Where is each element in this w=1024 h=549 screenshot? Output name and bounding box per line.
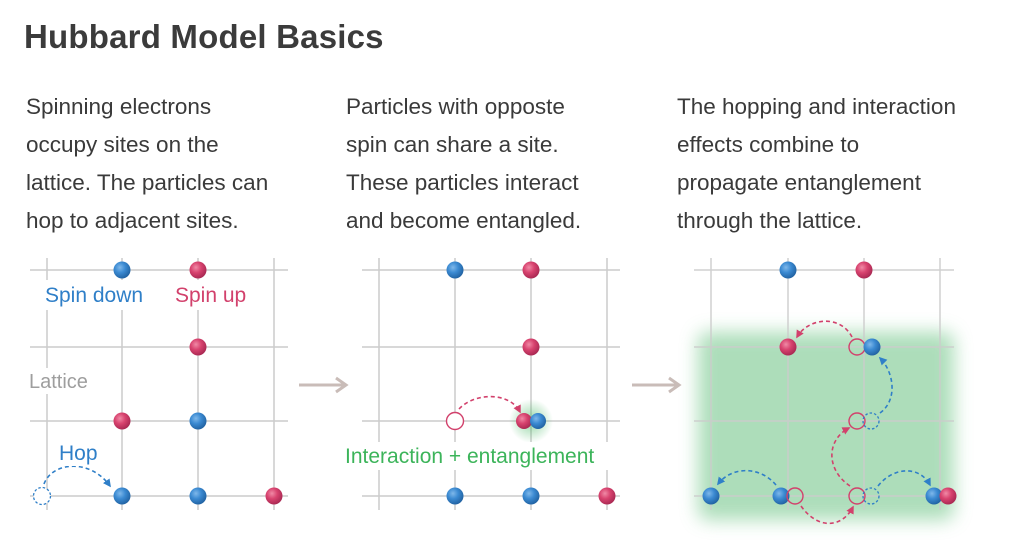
caption-line: Spinning electrons (26, 94, 212, 119)
caption-line: The hopping and interaction (677, 94, 956, 119)
hop-arrow (43, 465, 111, 488)
spin-down-particle (863, 338, 881, 356)
label-backdrop (38, 280, 168, 310)
panel-2-caption: Particles with opposte spin can share a … (346, 88, 581, 240)
hop-arrow (831, 427, 851, 487)
spin-down-particle (779, 261, 797, 279)
hop-arrow (800, 505, 854, 525)
panel-1-caption: Spinning electrons occupy sites on the l… (26, 88, 268, 240)
next-panel-arrow (299, 376, 349, 394)
spin-down-particle (113, 261, 131, 279)
vacated-site-marker (786, 487, 804, 505)
caption-line: spin can share a site. (346, 132, 559, 157)
vacated-site-marker (848, 487, 866, 505)
interaction-label: Interaction + entanglement (345, 445, 594, 468)
caption-line: effects combine to (677, 132, 860, 157)
spin-up-particle (516, 413, 532, 429)
entanglement-region (698, 332, 954, 520)
spin-up-particle (522, 261, 540, 279)
spin-down-particle (189, 412, 207, 430)
spin-down-label: Spin down (45, 284, 143, 307)
lattice-label: Lattice (29, 371, 88, 393)
caption-line: through the lattice. (677, 208, 863, 233)
spin-up-particle (265, 487, 283, 505)
panel-3-caption: The hopping and interaction effects comb… (677, 88, 956, 240)
spin-up-particle (779, 338, 797, 356)
spin-up-particle (189, 261, 207, 279)
vacated-site-marker (862, 487, 880, 505)
caption-line: and become entangled. (346, 208, 582, 233)
spin-up-particle (189, 338, 207, 356)
spin-down-particle (925, 487, 943, 505)
caption-line: propagate entanglement (677, 170, 921, 195)
vacated-site-marker (445, 411, 465, 431)
hop-arrow (878, 356, 893, 414)
hop-arrow (877, 470, 931, 487)
hop-arrow (458, 395, 521, 414)
spin-up-particle (522, 338, 540, 356)
spin-down-particle (772, 487, 790, 505)
label-backdrop (170, 280, 266, 310)
spin-down-particle (113, 487, 131, 505)
label-backdrop (342, 442, 642, 470)
hop-label: Hop (59, 442, 98, 465)
spin-up-particle (598, 487, 616, 505)
caption-line: hop to adjacent sites. (26, 208, 239, 233)
spin-up-particle (113, 412, 131, 430)
caption-line: lattice. The particles can (26, 170, 269, 195)
page-title: Hubbard Model Basics (24, 18, 384, 55)
next-panel-arrow (632, 376, 682, 394)
vacated-site-marker (862, 412, 880, 430)
spin-up-particle (939, 487, 957, 505)
spin-down-particle (530, 413, 546, 429)
caption-line: Particles with opposte (346, 94, 565, 119)
caption-line: occupy sites on the (26, 132, 219, 157)
spin-down-particle (446, 487, 464, 505)
spin-down-particle (522, 487, 540, 505)
spin-up-particle (855, 261, 873, 279)
spin-down-particle (189, 487, 207, 505)
vacated-site-marker (32, 486, 52, 506)
label-backdrop (56, 440, 110, 466)
spin-up-label: Spin up (175, 284, 246, 307)
spin-down-particle (702, 487, 720, 505)
spin-down-particle (446, 261, 464, 279)
lattice-grid (362, 258, 620, 510)
vacated-site-marker (848, 412, 866, 430)
label-backdrop (26, 368, 104, 394)
lattice-grid (694, 258, 954, 510)
caption-line: These particles interact (346, 170, 579, 195)
